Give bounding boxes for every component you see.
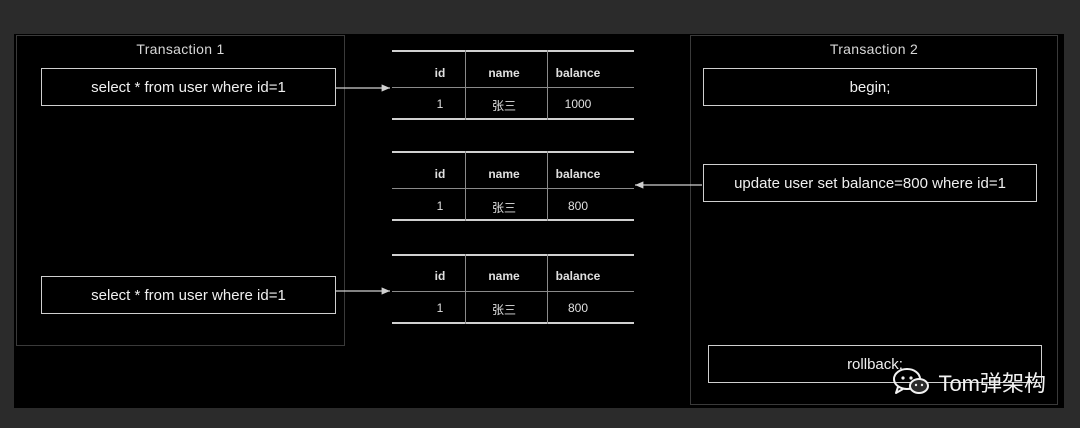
cell-id: 1 — [436, 301, 444, 315]
transaction-2-begin: begin; — [703, 68, 1037, 106]
header-balance: balance — [555, 167, 601, 181]
transaction-1-select-second: select * from user where id=1 — [41, 276, 336, 314]
header-name: name — [488, 66, 520, 80]
header-name: name — [488, 269, 520, 283]
cell-balance: 800 — [567, 199, 589, 213]
header-balance: balance — [555, 269, 601, 283]
transaction-2-rollback: rollback; — [708, 345, 1042, 383]
cell-id: 1 — [436, 199, 444, 213]
cell-id: 1 — [436, 97, 444, 111]
watermark-text: Tom弹架构 — [938, 371, 1046, 396]
cell-balance: 800 — [567, 301, 589, 315]
header-id: id — [434, 66, 446, 80]
transaction-1-title: Transaction 1 — [136, 41, 225, 57]
header-name: name — [488, 167, 520, 181]
transaction-2-update: update user set balance=800 where id=1 — [703, 164, 1037, 202]
transaction-1-select-first: select * from user where id=1 — [41, 68, 336, 106]
cell-name: 张三 — [491, 303, 516, 317]
cell-balance: 1000 — [564, 97, 592, 111]
cell-name: 张三 — [491, 99, 516, 113]
user-table-state-3: id name balance 1 张三 800 — [392, 254, 634, 324]
wechat-icon — [893, 368, 930, 394]
user-table-state-1: id name balance 1 张三 1000 — [392, 50, 634, 120]
header-id: id — [434, 269, 446, 283]
cell-name: 张三 — [491, 201, 516, 215]
user-table-state-2: id name balance 1 张三 800 — [392, 151, 634, 221]
transaction-1-panel: Transaction 1 select * from user where i… — [16, 35, 345, 346]
header-id: id — [434, 167, 446, 181]
watermark: Tom弹架构 — [892, 366, 1046, 398]
transaction-2-panel: Transaction 2 begin; update user set bal… — [690, 35, 1058, 405]
header-balance: balance — [555, 66, 601, 80]
transaction-2-title: Transaction 2 — [829, 41, 919, 57]
